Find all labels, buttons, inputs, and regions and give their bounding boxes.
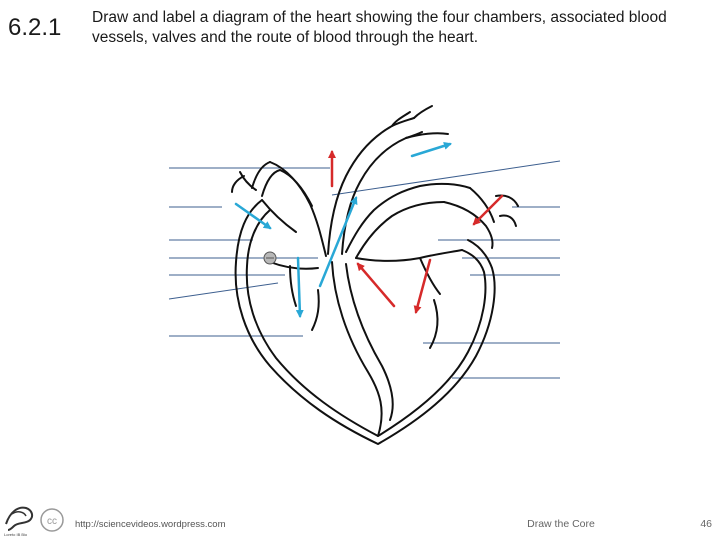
cc-license-icon: cc xyxy=(40,508,64,532)
logo-caption: Loreto IB Bio xyxy=(4,532,28,537)
blood-flow-arrow xyxy=(413,258,432,314)
footer-text: Draw the Core xyxy=(527,518,595,530)
cc-label: cc xyxy=(47,516,57,527)
blood-flow-arrow xyxy=(472,194,504,226)
blood-flow-arrow xyxy=(295,256,304,318)
school-logo-icon: Loreto IB Bio xyxy=(4,506,34,537)
label-line xyxy=(331,160,561,196)
label-lines-right xyxy=(331,160,561,379)
blood-flow-arrow xyxy=(318,196,358,288)
blood-flow-arrow xyxy=(234,202,272,230)
valve-marker xyxy=(263,251,277,265)
source-url-link[interactable]: http://sciencevideos.wordpress.com xyxy=(75,519,226,530)
label-lines-left xyxy=(168,167,330,337)
slide-title: Draw and label a diagram of the heart sh… xyxy=(92,9,667,46)
slide-number: 6.2.1 xyxy=(8,14,62,41)
blood-flow-arrow xyxy=(356,262,396,308)
heart-outline xyxy=(231,105,519,445)
creative-commons-logo: Loreto IB Bio cc xyxy=(4,506,64,537)
deoxygenated-blood-arrows xyxy=(234,141,452,318)
blood-flow-arrow xyxy=(410,141,452,158)
page-number: 46 xyxy=(700,518,712,530)
label-line xyxy=(168,282,279,300)
oxygenated-blood-arrows xyxy=(328,150,504,314)
